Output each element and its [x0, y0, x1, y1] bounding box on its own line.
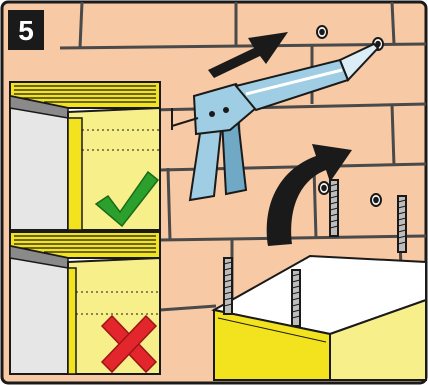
incorrect-example-panel	[10, 232, 160, 374]
step-number: 5	[18, 15, 34, 46]
correct-example-panel	[10, 82, 160, 230]
step-badge: 5	[8, 10, 44, 50]
